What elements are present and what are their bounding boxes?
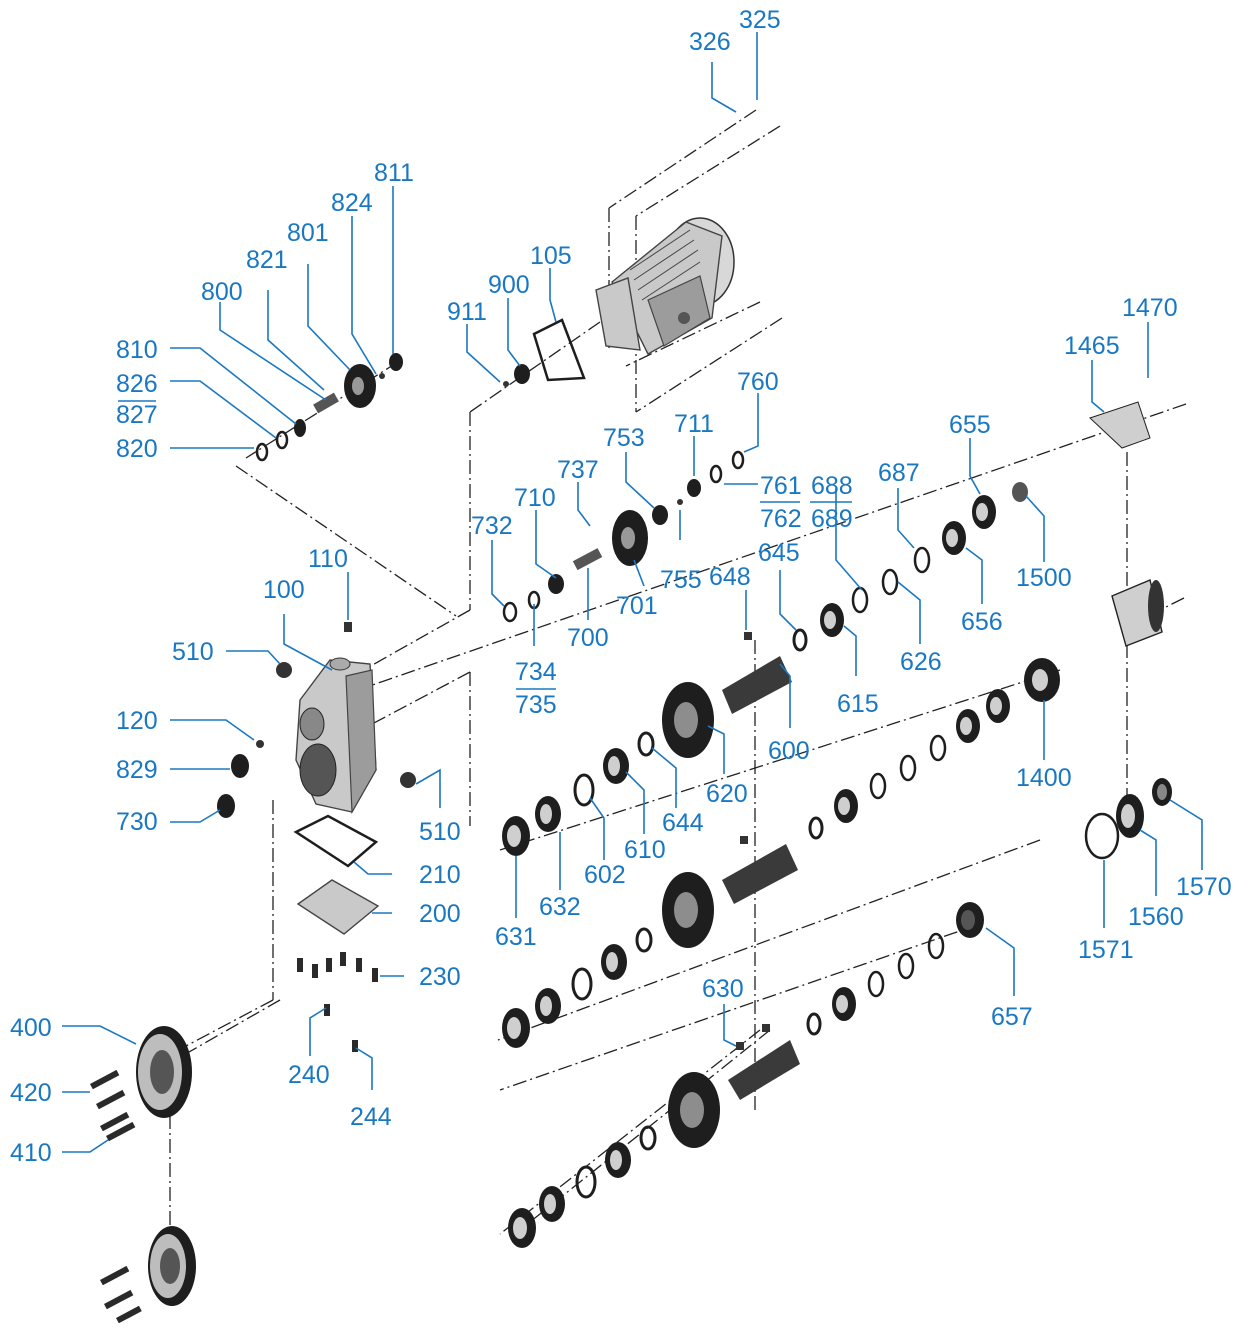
housing-gasket xyxy=(293,814,379,868)
label-326: 326 xyxy=(689,28,731,56)
label-1465: 1465 xyxy=(1064,332,1120,360)
cover-screws xyxy=(297,952,378,1052)
coupling-parts xyxy=(503,364,530,387)
shaft-line-c xyxy=(508,902,984,1248)
label-760: 760 xyxy=(737,368,779,396)
flange-screws xyxy=(90,1069,142,1324)
label-711: 711 xyxy=(674,410,714,438)
label-626: 626 xyxy=(900,648,942,676)
label-110: 110 xyxy=(308,545,348,573)
label-648: 648 xyxy=(709,563,751,591)
label-826: 826 xyxy=(116,370,158,398)
label-1560: 1560 xyxy=(1128,903,1184,931)
label-688: 688 xyxy=(811,472,853,500)
shaft-line-a xyxy=(502,401,1151,856)
output-flange xyxy=(136,1026,192,1118)
label-1470: 1470 xyxy=(1122,294,1178,322)
output-flange-2 xyxy=(148,1226,196,1306)
shaft-line-b xyxy=(502,658,1060,1048)
label-911: 911 xyxy=(447,298,487,326)
label-644: 644 xyxy=(662,809,704,837)
housing-small-parts xyxy=(217,622,416,818)
label-730: 730 xyxy=(116,808,158,836)
label-755: 755 xyxy=(660,566,702,594)
label-210: 210 xyxy=(419,861,461,889)
label-762: 762 xyxy=(760,505,802,533)
label-410: 410 xyxy=(10,1139,52,1167)
label-600: 600 xyxy=(768,737,810,765)
motor-gasket xyxy=(532,318,586,382)
pump-shaft-parts xyxy=(255,353,403,462)
label-824: 824 xyxy=(331,189,373,217)
label-510-lower: 510 xyxy=(419,818,461,846)
label-230: 230 xyxy=(419,963,461,991)
label-200: 200 xyxy=(419,900,461,928)
label-120: 120 xyxy=(116,707,158,735)
label-657: 657 xyxy=(991,1003,1033,1031)
label-240: 240 xyxy=(288,1061,330,1089)
label-1570: 1570 xyxy=(1176,873,1232,901)
label-737: 737 xyxy=(557,456,599,484)
cover-plate xyxy=(296,879,380,935)
label-710: 710 xyxy=(514,484,556,512)
label-687: 687 xyxy=(878,459,920,487)
motor xyxy=(595,217,735,355)
gear-housing xyxy=(295,657,377,815)
label-400: 400 xyxy=(10,1014,52,1042)
label-753: 753 xyxy=(603,424,645,452)
part-labels: 325 326 811 824 801 821 800 810 826 827 … xyxy=(10,6,1232,1167)
label-656: 656 xyxy=(961,608,1003,636)
label-615: 615 xyxy=(837,690,879,718)
label-655: 655 xyxy=(949,411,991,439)
label-732: 732 xyxy=(471,512,513,540)
label-100: 100 xyxy=(263,576,305,604)
label-700: 700 xyxy=(567,624,609,652)
label-510-upper: 510 xyxy=(172,638,214,666)
label-829: 829 xyxy=(116,756,158,784)
label-810: 810 xyxy=(116,336,158,364)
label-821: 821 xyxy=(246,246,288,274)
label-820: 820 xyxy=(116,435,158,463)
label-735: 735 xyxy=(515,691,557,719)
side-cover-upper xyxy=(1111,579,1164,647)
label-420: 420 xyxy=(10,1079,52,1107)
label-1400: 1400 xyxy=(1016,764,1072,792)
label-645: 645 xyxy=(758,539,800,567)
label-811: 811 xyxy=(374,159,414,187)
input-shaft-parts xyxy=(502,450,745,623)
label-900: 900 xyxy=(488,271,530,299)
label-827: 827 xyxy=(116,401,158,429)
label-761: 761 xyxy=(760,472,802,500)
label-734: 734 xyxy=(515,658,557,686)
label-325: 325 xyxy=(739,6,781,34)
label-689: 689 xyxy=(811,505,853,533)
label-800: 800 xyxy=(201,278,243,306)
label-701: 701 xyxy=(616,592,658,620)
label-610: 610 xyxy=(624,836,666,864)
label-631: 631 xyxy=(495,923,537,951)
label-1571: 1571 xyxy=(1078,936,1134,964)
label-1500: 1500 xyxy=(1016,564,1072,592)
label-632: 632 xyxy=(539,893,581,921)
label-602: 602 xyxy=(584,861,626,889)
side-cover-lower xyxy=(1084,778,1172,860)
label-630: 630 xyxy=(702,975,744,1003)
label-244: 244 xyxy=(350,1103,392,1131)
label-620: 620 xyxy=(706,780,748,808)
label-105: 105 xyxy=(530,242,572,270)
label-801: 801 xyxy=(287,219,329,247)
